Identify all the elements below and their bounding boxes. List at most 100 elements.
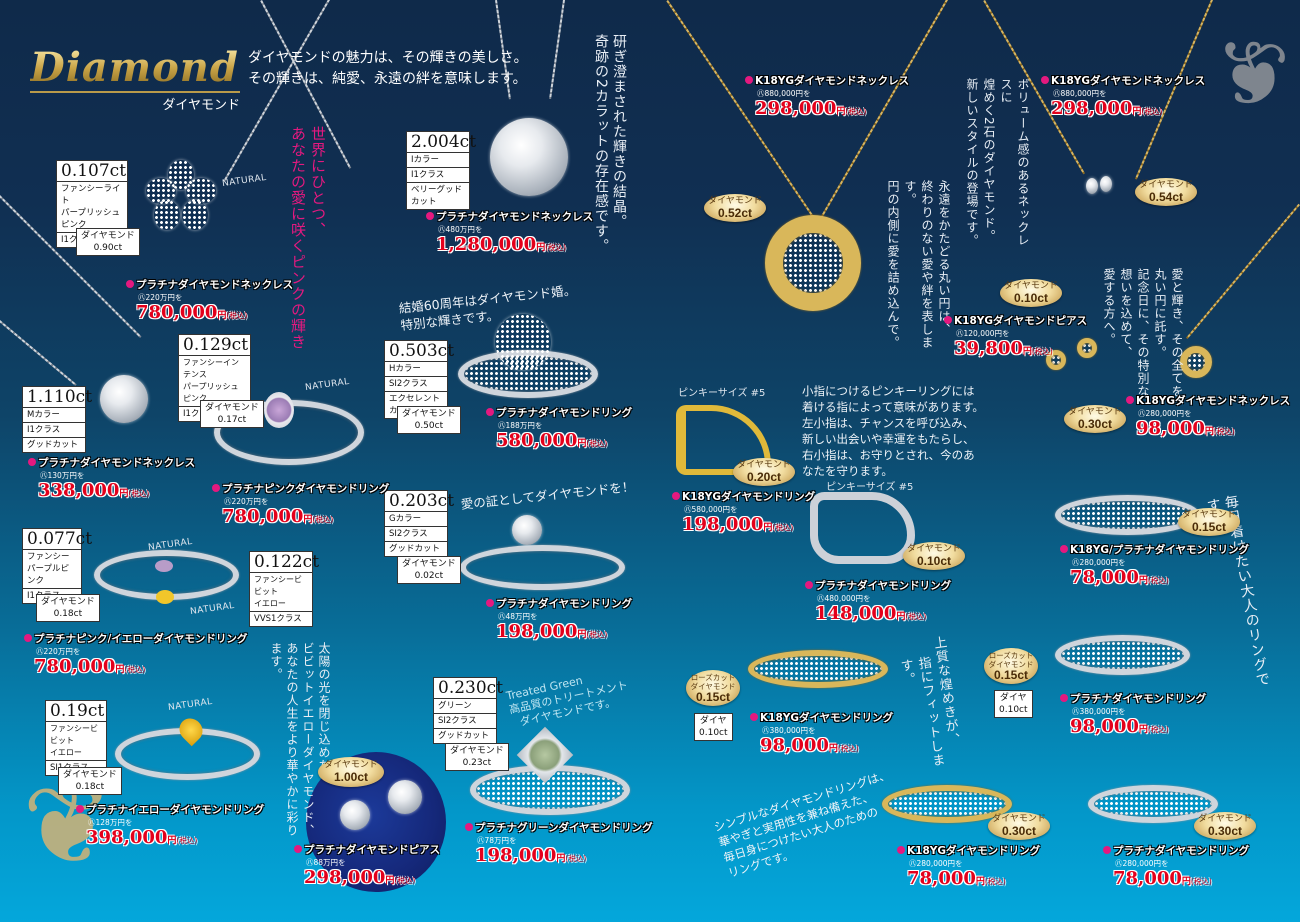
tax-note: (税込) — [1141, 107, 1163, 116]
product-name: プラチナダイヤモンドリング — [1103, 843, 1249, 858]
tax-note: (税込) — [772, 523, 794, 532]
product-name: K18YG/プラチナダイヤモンドリング — [1060, 542, 1249, 557]
product-rose-cut-pt-ring[interactable]: プラチナダイヤモンドリング ㊇380,000円を 98,000円(税込) — [1060, 691, 1206, 740]
bullet-icon — [294, 845, 302, 853]
product-pink-yellow-ring[interactable]: プラチナピンク/イエローダイヤモンドリング ㊇220万円を 780,000円(税… — [24, 631, 247, 680]
tax-note: (税込) — [845, 107, 867, 116]
copy-line: 左小指は、チャンスを呼び込み、 — [802, 416, 975, 430]
treated-green-copy: Treated Green 高品質のトリートメント ダイヤモンドです。 — [505, 665, 632, 731]
three-stone-center-image — [512, 515, 542, 545]
bullet-icon — [1060, 694, 1068, 702]
rose-pt-ring-image — [1055, 635, 1190, 675]
price-amount: 398,000 — [86, 827, 168, 848]
product-yg-platinum-ring[interactable]: K18YG/プラチナダイヤモンドリング ㊇280,000円を 78,000円(税… — [1060, 542, 1249, 591]
tax-note: (税込) — [394, 876, 416, 885]
product-two-stone-necklace[interactable]: K18YGダイヤモンドネックレス ㊇880,000円を 298,000円(税込) — [1041, 73, 1205, 122]
dbox-label: ダイヤ — [699, 716, 727, 726]
product-eternity-yg-ring[interactable]: K18YGダイヤモンドリング ㊇280,000円を 78,000円(税込) — [897, 843, 1040, 892]
product-eternity-pt-ring[interactable]: プラチナダイヤモンドリング ㊇280,000円を 78,000円(税込) — [1103, 843, 1249, 892]
price-amount: 298,000 — [304, 867, 386, 888]
spec-color: Mカラー — [23, 408, 85, 423]
carat: 0.107ct — [57, 161, 127, 182]
list-price: ㊇380,000円を — [1072, 707, 1126, 716]
product-hoop-earrings[interactable]: K18YGダイヤモンドピアス ㊇120,000円を 39,800円(税込) — [944, 313, 1087, 362]
two-stone-pendant-image — [1100, 176, 1112, 192]
bullet-icon — [486, 408, 494, 416]
bullet-icon — [944, 316, 952, 324]
bullet-icon — [750, 713, 758, 721]
copy-line: 小指につけるピンキーリングには — [802, 384, 975, 398]
product-yellow-ring[interactable]: プラチナイエローダイヤモンドリング ㊇128万円を 398,000円(税込) — [76, 802, 264, 851]
bullet-icon — [126, 280, 134, 288]
two-stone-pendant-image — [1086, 178, 1098, 194]
badge-label: ダイヤモンド — [1139, 180, 1193, 190]
list-price: ㊇120,000円を — [956, 329, 1010, 338]
product-1ct-necklace[interactable]: プラチナダイヤモンドネックレス ㊇130万円を 338,000円(税込) — [28, 455, 195, 504]
product-name: プラチナダイヤモンドリング — [486, 596, 632, 611]
yen: 円 — [577, 630, 587, 640]
spec-card-pink-yellow-pink: 0.077ct ファンシー パープルピンク I1クラス — [22, 528, 92, 604]
tax-note: (税込) — [545, 243, 567, 252]
copy-line: なたを守ります。 — [802, 464, 893, 478]
badge-label: ダイヤモンド — [737, 460, 791, 470]
product-three-stone-ring[interactable]: プラチナダイヤモンドリング ㊇48万円を 198,000円(税込) — [486, 596, 632, 645]
badge-label: ダイヤモンド — [708, 196, 762, 206]
yen: 円 — [303, 515, 313, 525]
product-circle-necklace[interactable]: K18YGダイヤモンドネックレス ㊇280,000円を 98,000円(税込) — [1126, 393, 1290, 442]
product-pink-ring[interactable]: プラチナピンクダイヤモンドリング ㊇220万円を 780,000円(税込) — [212, 481, 389, 530]
product-platinum-earrings[interactable]: プラチナダイヤモンドピアス ㊇88万円を 298,000円(税込) — [294, 842, 440, 891]
product-flower-necklace[interactable]: プラチナダイヤモンドネックレス ㊇220万円を 780,000円(税込) — [126, 277, 293, 326]
price-amount: 198,000 — [475, 845, 557, 866]
product-2ct-necklace[interactable]: プラチナダイヤモンドネックレス ㊇480万円を 1,280,000円(税込) — [426, 209, 593, 258]
price-amount: 298,000 — [1051, 98, 1133, 119]
product-pinky-gold-ring[interactable]: K18YGダイヤモンドリング ㊇580,000円を 198,000円(税込) — [672, 489, 815, 538]
list-price: ㊇188万円を — [498, 421, 543, 430]
spec-clarity: SI2クラス — [434, 714, 496, 729]
spec-card-2ct: 2.004ct Iカラー I1クラス ベリーグッドカット — [406, 131, 476, 210]
tax-note: (税込) — [1031, 347, 1053, 356]
badge-value: 0.10ct — [916, 554, 952, 568]
product-name: K18YGダイヤモンドリング — [897, 843, 1040, 858]
yen: 円 — [1132, 107, 1142, 117]
bullet-icon — [426, 212, 434, 220]
badge-value: 0.15ct — [695, 689, 731, 704]
tax-note: (税込) — [1213, 427, 1235, 436]
product-circle-pendant[interactable]: K18YGダイヤモンドネックレス ㊇880,000円を 298,000円(税込) — [745, 73, 909, 122]
copy-line: 新しいスタイルの登場です。 — [965, 78, 979, 247]
carat: 0.077ct — [23, 529, 92, 550]
pink-diamond-image — [264, 392, 294, 428]
price-amount: 78,000 — [1113, 868, 1182, 889]
logo-title: Diamond — [30, 44, 239, 91]
product-pinky-platinum-ring[interactable]: プラチナダイヤモンドリング ㊇480,000円を 148,000円(税込) — [805, 578, 951, 627]
list-price: ㊇380,000円を — [762, 726, 816, 735]
copy-line: 丸い円に託す。 — [1153, 268, 1167, 359]
pink-tagline: 世界にひとつ、 あなたの愛に咲くピンクの輝き — [288, 126, 328, 366]
dbox-value: 0.50ct — [414, 421, 444, 431]
dbox-label: ダイヤモンド — [205, 403, 259, 413]
copy-line: 愛と輝き、その全てを — [1170, 268, 1184, 398]
eternity-yg-ring-image — [882, 785, 1012, 823]
badge-value: 0.30ct — [1207, 824, 1243, 838]
spec-card-yellow: 0.19ct ファンシービビット イエロー SI1クラス — [45, 700, 107, 776]
list-price: ㊇88万円を — [306, 858, 346, 867]
flower-pendant-image — [146, 160, 216, 230]
badge-label: ダイヤモンド — [1004, 281, 1058, 291]
list-price: ㊇280,000円を — [1115, 859, 1169, 868]
product-name-text: プラチナダイヤモンドリング — [496, 598, 633, 610]
product-green-ring[interactable]: プラチナグリーンダイヤモンドリング ㊇78万円を 198,000円(税込) — [465, 820, 653, 869]
carat: 0.19ct — [46, 701, 106, 722]
price-amount: 98,000 — [1070, 716, 1139, 737]
yen: 円 — [536, 243, 546, 253]
product-halo-ring[interactable]: プラチナダイヤモンドリング ㊇188万円を 580,000円(税込) — [486, 405, 632, 454]
badge-value: 0.10ct — [1013, 291, 1049, 305]
price-amount: 780,000 — [34, 656, 116, 677]
product-name-text: プラチナダイヤモンドネックレス — [38, 457, 196, 469]
badge-label: ローズカット — [690, 672, 736, 682]
bullet-icon — [805, 581, 813, 589]
product-rose-cut-yg-ring[interactable]: K18YGダイヤモンドリング ㊇380,000円を 98,000円(税込) — [750, 710, 893, 759]
yen: 円 — [763, 523, 773, 533]
fit-copy: 上質な煌めきが、 指にフィットします。 — [893, 635, 966, 781]
